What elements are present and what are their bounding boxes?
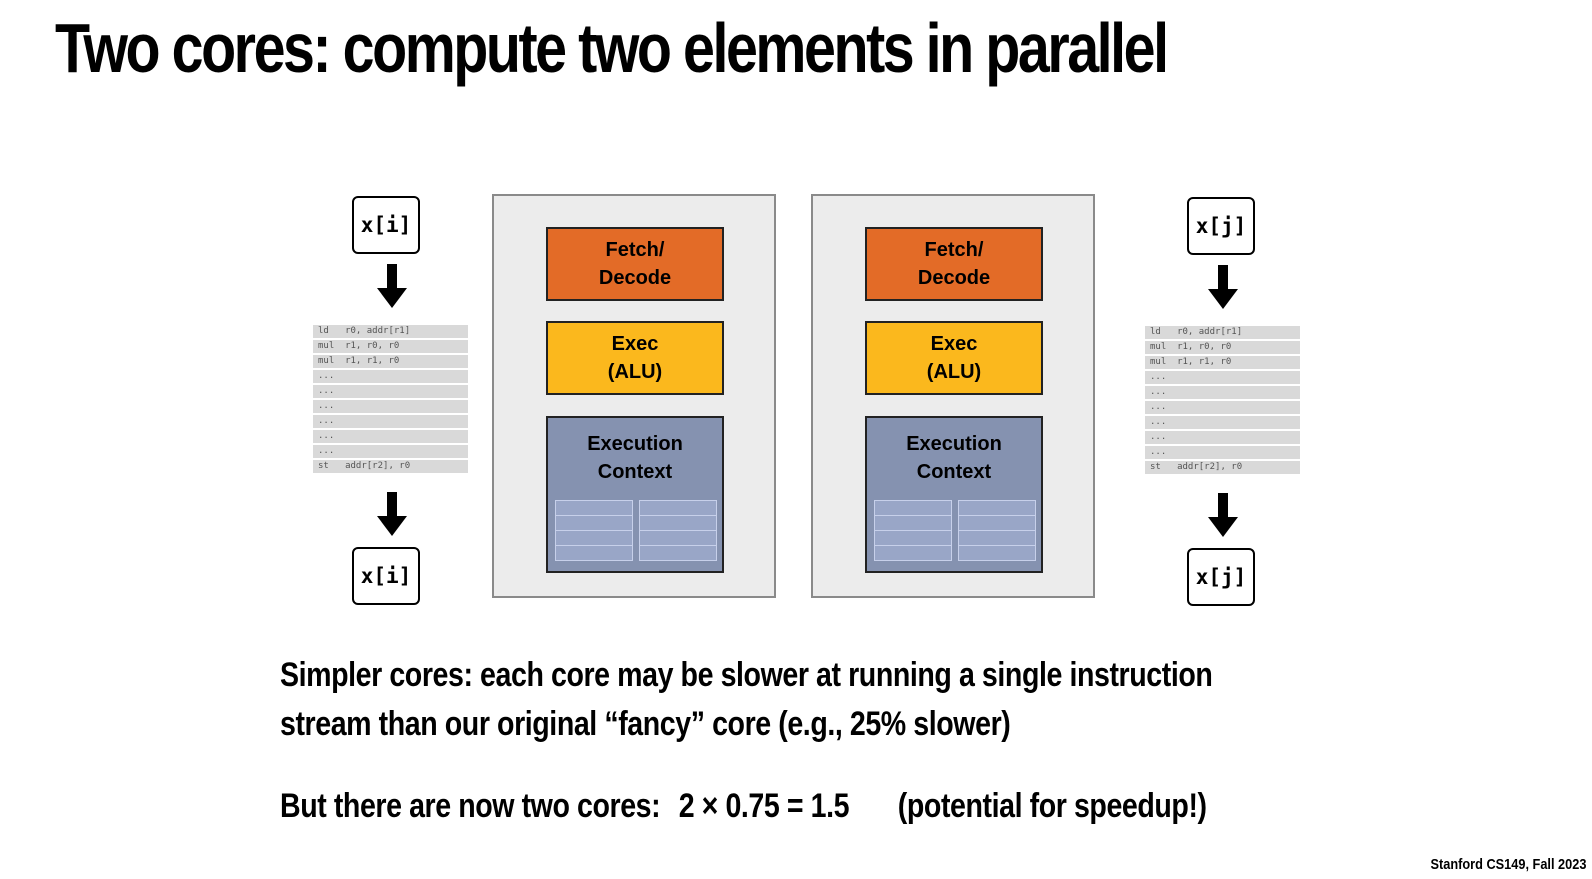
code-line: ... [313,430,468,443]
code-line: ... [1145,431,1300,444]
arrow-down-icon [377,264,407,308]
fetch-decode-unit: Fetch/ Decode [546,227,724,301]
code-line: ... [1145,386,1300,399]
execution-context-label: Execution Context [906,433,1002,483]
code-line: ... [313,445,468,458]
slide-title: Two cores: compute two elements in paral… [55,9,1169,87]
execution-context-label: Execution Context [587,433,683,483]
code-line: ... [313,415,468,428]
code-line: mul r1, r0, r0 [313,340,468,353]
exec-alu-unit: Exec (ALU) [546,321,724,395]
code-line: ... [1145,371,1300,384]
code-line: ... [313,385,468,398]
execution-context-unit: Execution Context [546,416,724,573]
code-line: ld r0, addr[r1] [313,325,468,338]
arrow-down-icon [377,492,407,536]
input-var-left: x[i] [352,196,420,254]
body-text-line-3: But there are now two cores: 2 × 0.75 = 1… [280,787,1207,826]
body-text-line-1: Simpler cores: each core may be slower a… [280,656,1213,694]
code-line: mul r1, r1, r0 [1145,356,1300,369]
fetch-decode-unit: Fetch/ Decode [865,227,1043,301]
register-grid [639,500,717,564]
core-1: Fetch/ Decode Exec (ALU) Execution Conte… [492,194,776,598]
speedup-formula: 2 × 0.75 = 1.5 [678,787,850,825]
arrow-down-icon [1208,265,1238,309]
register-grid [555,500,633,564]
exec-alu-unit: Exec (ALU) [865,321,1043,395]
body-text-line-3-lead: But there are now two cores: [280,787,661,825]
code-line: st addr[r2], r0 [1145,461,1300,474]
code-block-left: ld r0, addr[r1] mul r1, r0, r0 mul r1, r1,… [313,325,468,475]
output-var-left: x[i] [352,547,420,605]
register-grid [958,500,1036,564]
input-var-right: x[j] [1187,197,1255,255]
code-line: ... [1145,446,1300,459]
code-line: mul r1, r1, r0 [313,355,468,368]
execution-context-unit: Execution Context [865,416,1043,573]
output-var-right: x[j] [1187,548,1255,606]
register-grid [874,500,952,564]
code-line: ... [1145,401,1300,414]
code-block-right: ld r0, addr[r1] mul r1, r0, r0 mul r1, r1,… [1145,326,1300,476]
code-line: ... [313,370,468,383]
code-line: ... [1145,416,1300,429]
code-line: ... [313,400,468,413]
code-line: ld r0, addr[r1] [1145,326,1300,339]
core-2: Fetch/ Decode Exec (ALU) Execution Conte… [811,194,1095,598]
arrow-down-icon [1208,493,1238,537]
speedup-note: (potential for speedup!) [897,787,1207,825]
code-line: st addr[r2], r0 [313,460,468,473]
footer-course-label: Stanford CS149, Fall 2023 [1430,856,1586,873]
code-line: mul r1, r0, r0 [1145,341,1300,354]
body-text-line-2: stream than our original “fancy” core (e… [280,705,1011,743]
